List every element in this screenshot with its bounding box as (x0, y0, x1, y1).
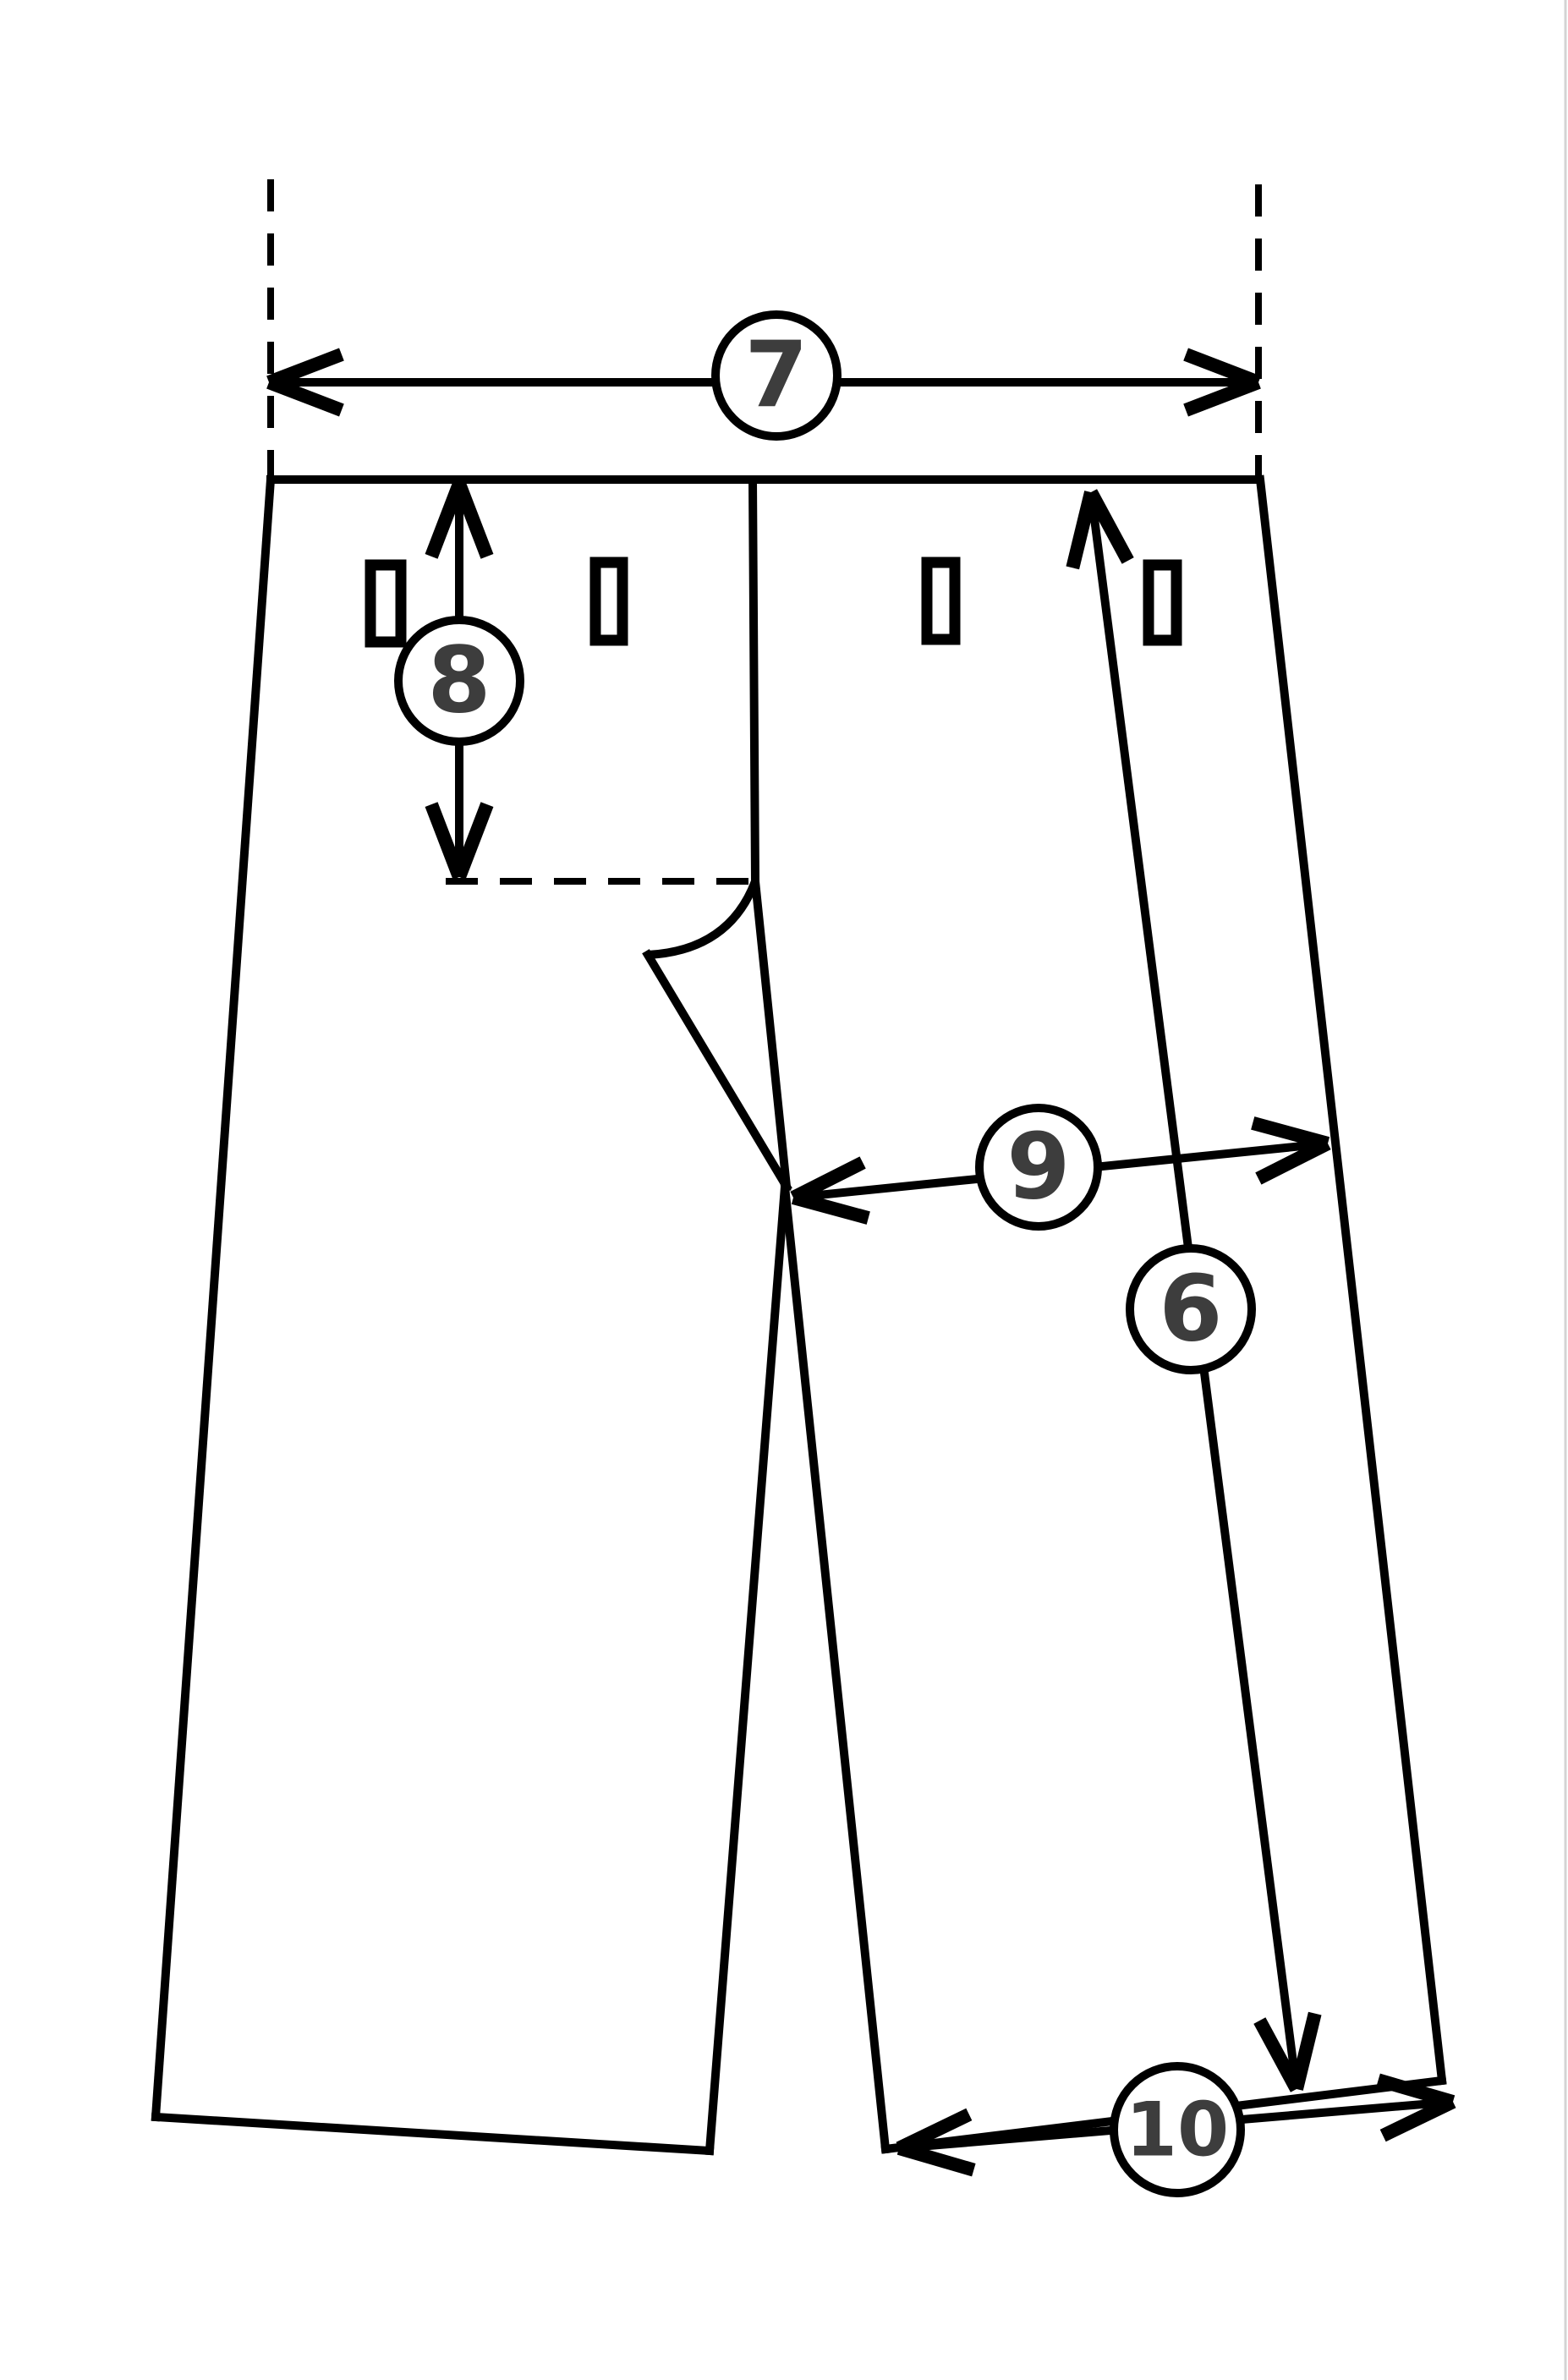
measure-front-rise-badge (394, 616, 524, 746)
measure-hem-width-arrowhead (1379, 2095, 1456, 2142)
pants-left-outer-seam (151, 474, 276, 2122)
measure-waist-width-badge (711, 310, 842, 441)
measure-side-length-arrowhead (1084, 489, 1134, 564)
pants-fly-curve (647, 880, 759, 959)
measure-waist-width-arrowhead (266, 376, 344, 417)
belt-loop-4 (1143, 559, 1182, 646)
measure-front-rise-arrowhead (425, 481, 466, 559)
measure-hem-width-label: 10 (1126, 2087, 1229, 2174)
measure-hem-width-arrowhead (896, 2108, 973, 2155)
measure-front-rise-label: 8 (427, 628, 491, 734)
pants-left-hem (151, 2112, 715, 2156)
measure-thigh-width-arrowhead (790, 1156, 866, 1204)
measure-side-length-arrowhead (1290, 2011, 1322, 2091)
measure-waist-width-arrowhead (266, 348, 344, 389)
measure-thigh-width-arrowhead (791, 1191, 870, 1225)
pants-right-inseam (780, 1182, 891, 2154)
measure-waist-width-arrowhead (1183, 376, 1261, 417)
measure-waist-width-label: 7 (744, 323, 808, 429)
measure-side-length-arrowhead (1253, 2017, 1303, 2092)
measure-side-length-label: 6 (1159, 1257, 1222, 1363)
measure-thigh-width-label: 9 (1006, 1115, 1070, 1220)
belt-loop-3 (921, 557, 961, 645)
measure-side-length-badge (1126, 1244, 1256, 1374)
pants-fly-front-line (748, 474, 792, 1192)
measure-front-rise-arrowhead (425, 802, 466, 880)
measure-front-rise-arrowhead (452, 802, 494, 880)
measure-hem-width-arrowhead (896, 2141, 976, 2177)
measure-hem-width-arrowhead (1376, 2073, 1456, 2109)
measure-thigh-width-arrowhead (1255, 1137, 1331, 1185)
measure-side-length-arrowhead (1066, 491, 1098, 570)
measure-front-rise-arrowhead (452, 481, 494, 559)
measure-thigh-width-badge (975, 1104, 1102, 1231)
belt-loop-2 (589, 557, 628, 646)
measure-waist-width-arrowhead (1183, 348, 1261, 389)
pants-right-outer-seam (1255, 474, 1447, 2086)
belt-loop-1 (365, 559, 407, 648)
measure-hem-width-badge (1110, 2062, 1245, 2197)
pants-fly-flap-edge (642, 949, 792, 1193)
pants-left-inseam (705, 1182, 790, 2156)
measure-thigh-width-arrowhead (1251, 1116, 1330, 1150)
